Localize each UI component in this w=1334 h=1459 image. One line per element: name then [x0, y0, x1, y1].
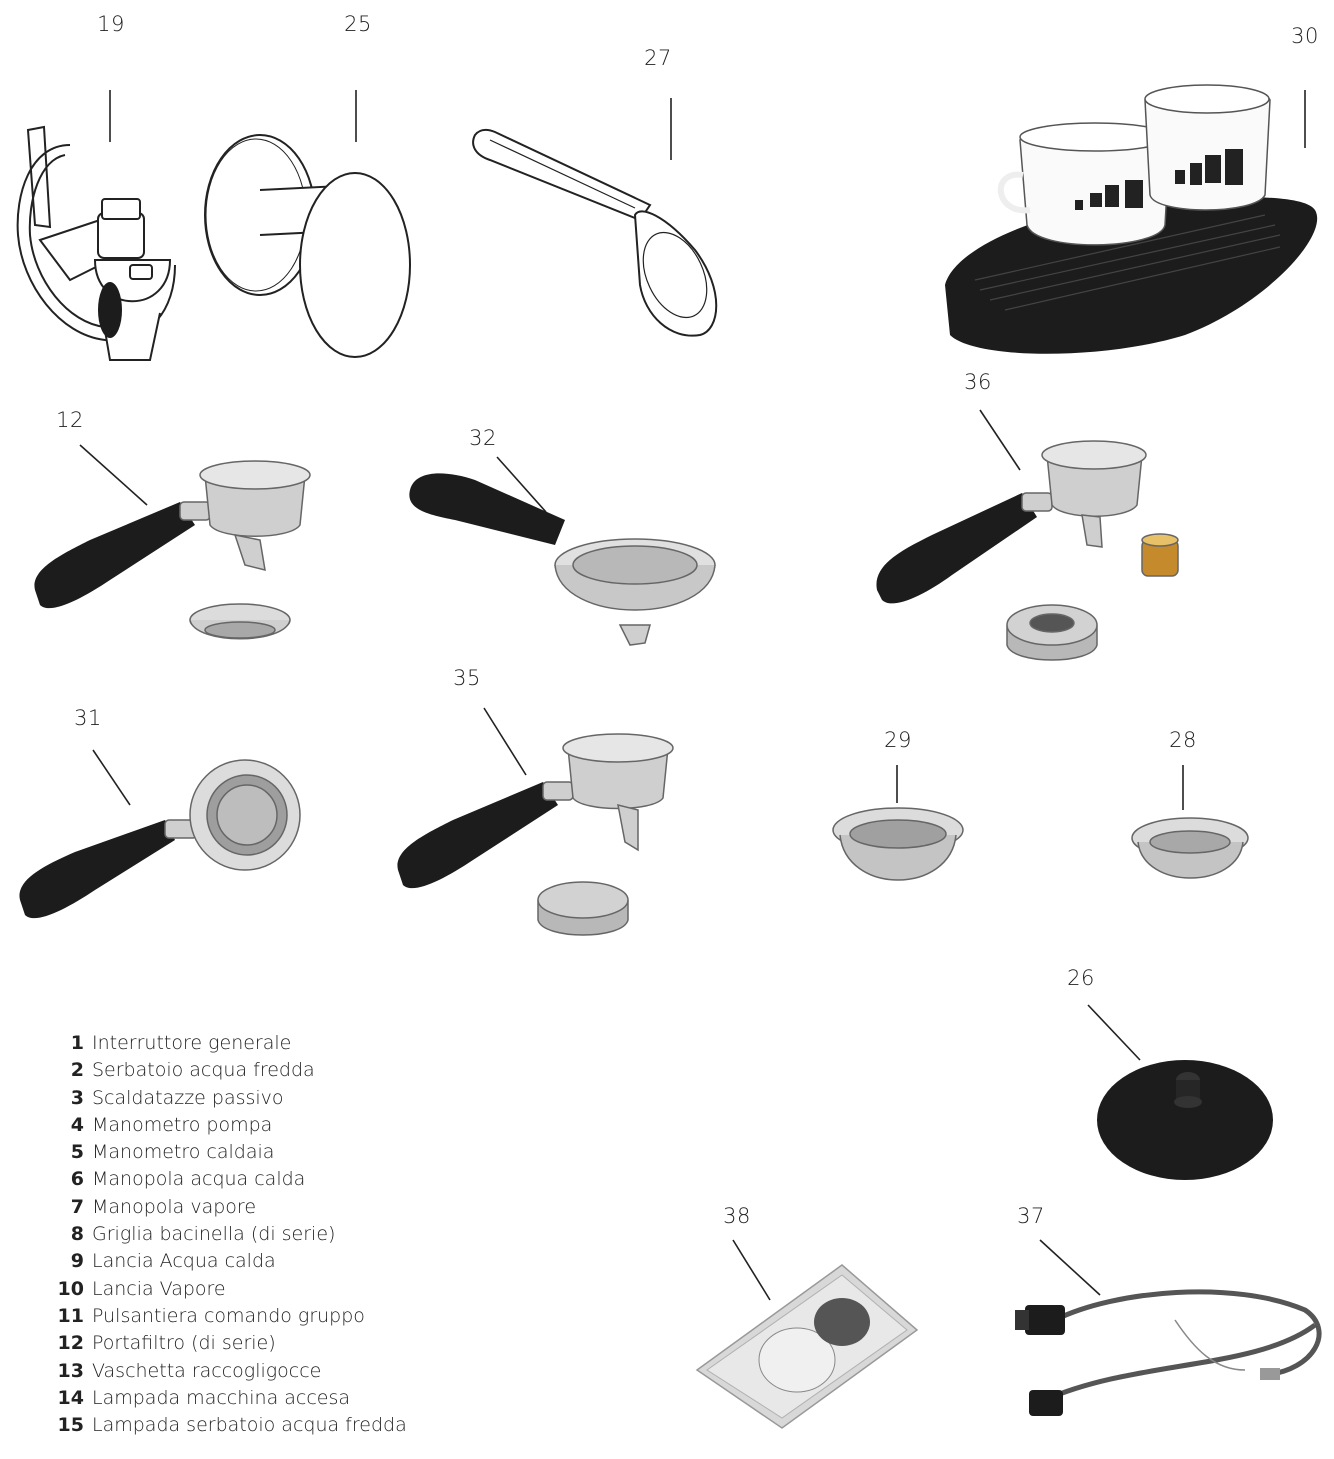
hose-37-illustration	[1015, 1289, 1322, 1416]
legend-item: 9 Lancia Acqua calda	[30, 1248, 407, 1275]
legend-number: 9	[70, 1250, 84, 1273]
portafilter-36-illustration	[876, 440, 1179, 661]
legend-text: Portafiltro (di serie)	[92, 1332, 276, 1355]
callout-30: 30	[1291, 24, 1319, 48]
cups-tray-illustration	[945, 84, 1318, 354]
callout-28: 28	[1169, 728, 1197, 752]
callout-29: 29	[884, 728, 912, 752]
filter-basket-29-illustration	[832, 807, 964, 881]
legend-item: 7 Manopola vapore	[30, 1194, 407, 1221]
legend-item: 1 Interruttore generale	[30, 1030, 407, 1057]
legend-item: 12 Portafiltro (di serie)	[30, 1330, 407, 1357]
legend-number: 1	[70, 1032, 84, 1054]
legend-text: Manopola acqua calda	[92, 1168, 306, 1191]
legend-number: 15	[57, 1414, 84, 1437]
parts-legend: 1 Interruttore generale 2 Serbatoio acqua f…	[30, 1030, 407, 1439]
callout-36: 36	[964, 370, 992, 394]
legend-text: Vaschetta raccogligocce	[92, 1359, 322, 1382]
legend-item: 2 Serbatoio acqua fredda	[30, 1057, 407, 1084]
legend-text: Scaldatazze passivo	[92, 1086, 284, 1109]
legend-number: 4	[70, 1113, 84, 1136]
blind-disc-26-illustration	[1097, 1060, 1273, 1180]
legend-item: 11 Pulsantiera comando gruppo	[30, 1303, 407, 1330]
legend-number: 2	[70, 1059, 84, 1082]
legend-number: 13	[57, 1359, 84, 1382]
callout-32: 32	[469, 426, 497, 450]
legend-number: 12	[57, 1332, 84, 1355]
legend-text: Interruttore generale	[92, 1032, 292, 1054]
callout-37: 37	[1017, 1204, 1045, 1228]
filter-basket-28-illustration	[1131, 817, 1249, 879]
portafilter-12-illustration	[34, 460, 311, 640]
callout-35: 35	[453, 666, 481, 690]
steam-wand-illustration	[16, 125, 176, 361]
legend-number: 11	[57, 1304, 84, 1327]
legend-text: Lancia Acqua calda	[92, 1250, 276, 1273]
portafilter-31-illustration	[19, 759, 301, 919]
legend-item: 3 Scaldatazze passivo	[30, 1085, 407, 1112]
callout-19: 19	[97, 12, 125, 36]
legend-item: 6 Manopola acqua calda	[30, 1166, 407, 1193]
legend-number: 14	[57, 1386, 84, 1409]
legend-text: Pulsantiera comando gruppo	[92, 1304, 365, 1327]
legend-item: 4 Manometro pompa	[30, 1112, 407, 1139]
legend-number: 5	[70, 1141, 84, 1164]
tamper-illustration	[204, 134, 411, 358]
legend-item: 15 Lampada serbatoio acqua fredda	[30, 1412, 407, 1439]
legend-text: Manometro caldaia	[92, 1141, 275, 1164]
legend-item: 8 Griglia bacinella (di serie)	[30, 1221, 407, 1248]
legend-number: 8	[70, 1223, 84, 1246]
legend-number: 7	[70, 1195, 84, 1218]
coffee-scoop-illustration	[472, 128, 718, 337]
legend-item: 10 Lancia Vapore	[30, 1276, 407, 1303]
callout-25: 25	[344, 12, 372, 36]
legend-text: Manopola vapore	[92, 1195, 257, 1218]
callout-31: 31	[74, 706, 102, 730]
legend-text: Lampada serbatoio acqua fredda	[92, 1414, 407, 1437]
portafilter-32-illustration	[409, 473, 716, 646]
cleaning-sachet-38-illustration	[695, 1264, 919, 1429]
portafilter-35-illustration	[397, 733, 674, 936]
legend-text: Lampada macchina accesa	[92, 1386, 351, 1409]
callout-38: 38	[723, 1204, 751, 1228]
legend-number: 6	[70, 1168, 84, 1191]
legend-item: 13 Vaschetta raccogligocce	[30, 1358, 407, 1385]
callout-27: 27	[644, 46, 672, 70]
callout-12: 12	[56, 408, 84, 432]
legend-item: 5 Manometro caldaia	[30, 1139, 407, 1166]
legend-number: 3	[70, 1086, 84, 1109]
legend-item: 14 Lampada macchina accesa	[30, 1385, 407, 1412]
callout-26: 26	[1067, 966, 1095, 990]
legend-text: Griglia bacinella (di serie)	[92, 1223, 336, 1246]
legend-text: Serbatoio acqua fredda	[92, 1059, 315, 1082]
legend-text: Manometro pompa	[92, 1113, 273, 1136]
legend-text: Lancia Vapore	[92, 1277, 226, 1300]
legend-number: 10	[57, 1277, 84, 1300]
